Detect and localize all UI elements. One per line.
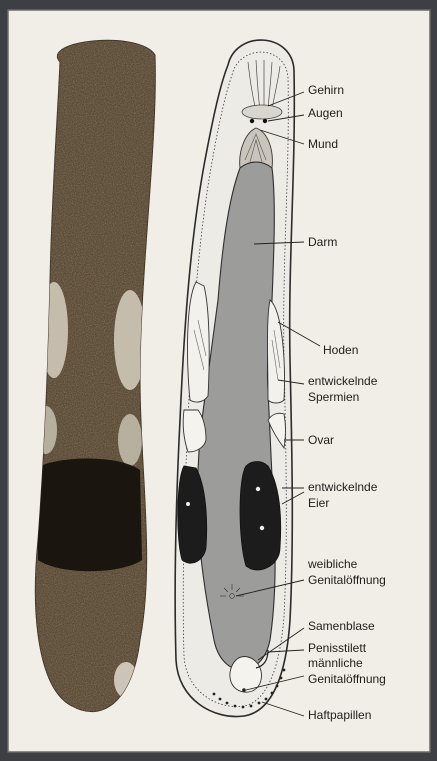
- label-penisstilett: Penisstilett: [308, 640, 366, 656]
- label-haftpapillen: Haftpapillen: [308, 707, 371, 723]
- schematic-eye-left: [250, 119, 254, 123]
- label-eier: entwickelnde Eier: [308, 479, 377, 511]
- label-samenblase: Samenblase: [308, 618, 375, 634]
- specimen-photo-dark-egg-mass: [36, 458, 142, 571]
- schematic-eye-right: [263, 119, 267, 123]
- specimen-photo-pale-right-lower: [118, 414, 142, 466]
- label-genital-weiblich: weibliche Genitalöffnung: [308, 556, 386, 588]
- schematic-seminal-vesicle: [230, 657, 262, 693]
- label-darm: Darm: [308, 234, 337, 250]
- label-ovar: Ovar: [308, 432, 334, 448]
- schematic-male-genital-opening: [242, 688, 246, 692]
- schematic-testis-left: [188, 282, 210, 402]
- label-mund: Mund: [308, 136, 338, 152]
- schematic-brain: [242, 105, 282, 119]
- label-hoden: Hoden: [323, 342, 358, 358]
- label-genital-maennlich: männliche Genitalöffnung: [308, 655, 386, 687]
- label-spermien: entwickelnde Spermien: [308, 373, 377, 405]
- label-gehirn: Gehirn: [308, 82, 344, 98]
- label-augen: Augen: [308, 105, 343, 121]
